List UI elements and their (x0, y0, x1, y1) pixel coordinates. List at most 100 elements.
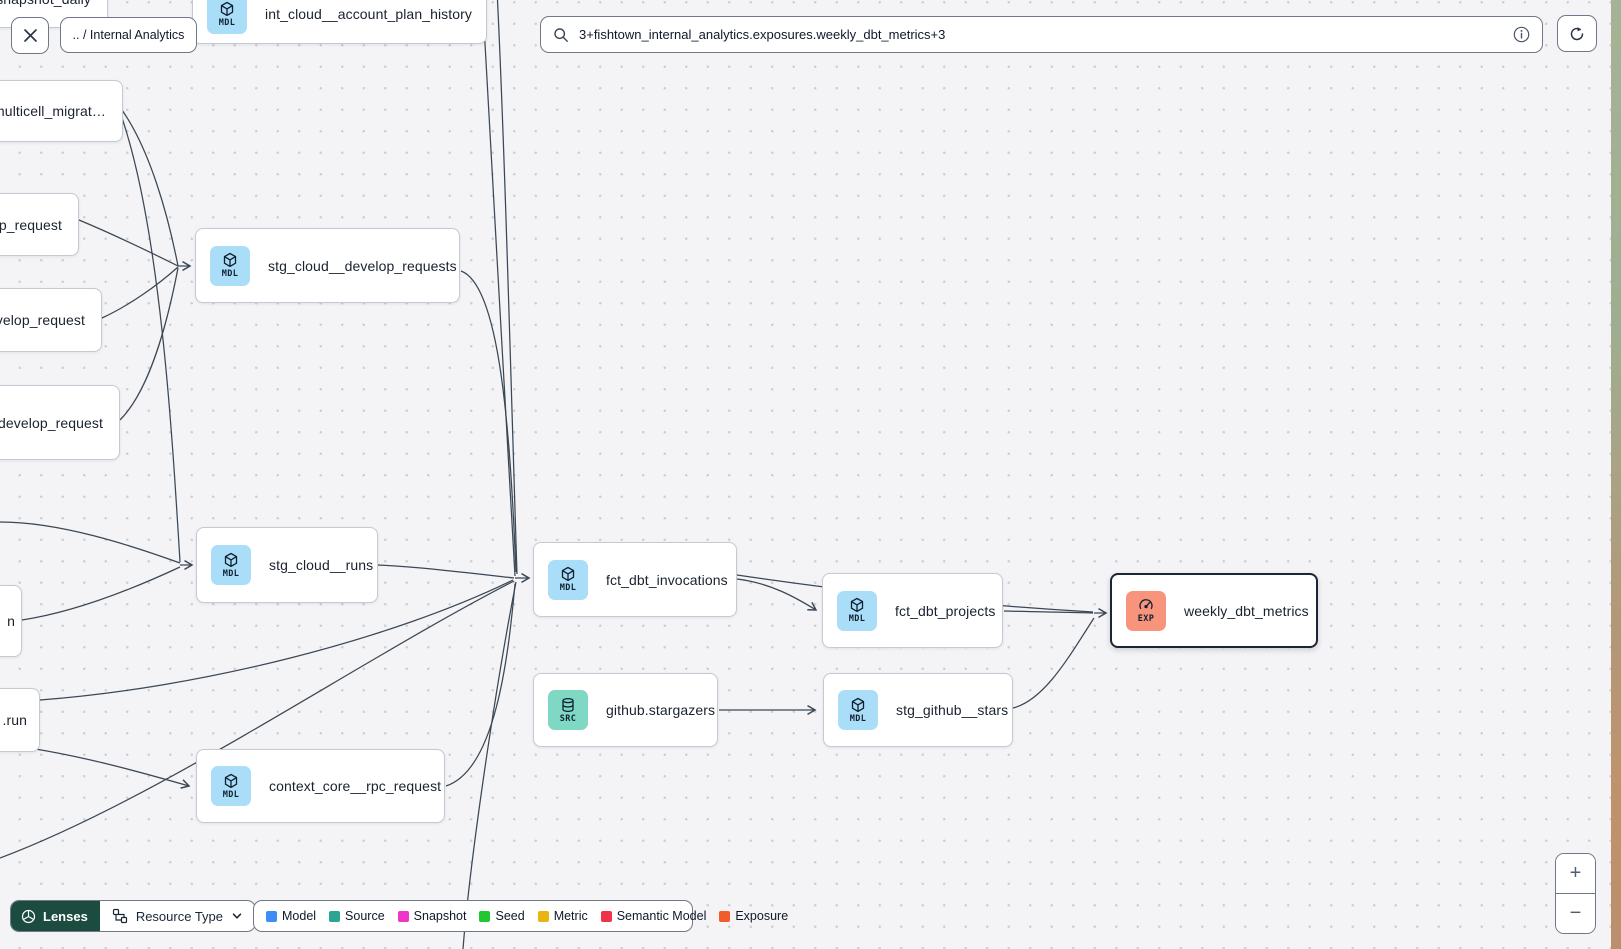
badge-label: MDL (222, 789, 240, 800)
exposure-badge: EXP (1126, 590, 1166, 631)
node-label: fct_dbt_invocations (606, 571, 728, 588)
close-button[interactable] (11, 17, 49, 54)
edge (101, 266, 179, 319)
model-badge: MDL (210, 245, 250, 286)
info-icon[interactable] (1513, 26, 1530, 43)
node-label: snapshot_daily (0, 0, 91, 7)
gauge-icon (1138, 597, 1154, 613)
node-int_cloud_account_plan[interactable]: MDL int_cloud__account_plan_history (192, 0, 487, 44)
cube-icon (219, 1, 235, 17)
legend-label: Semantic Model (616, 909, 707, 923)
source-badge: SRC (548, 690, 588, 730)
model-badge: MDL (837, 590, 877, 631)
node-develop_request[interactable]: .develop_request (0, 385, 120, 460)
cube-icon (223, 552, 239, 568)
model-badge: MDL (838, 690, 878, 730)
cube-icon (849, 597, 865, 613)
node-n_sliver[interactable]: n (0, 585, 22, 657)
model-badge: MDL (548, 559, 588, 600)
node-p_request[interactable]: p_request (0, 193, 79, 256)
search-input[interactable] (579, 27, 1503, 42)
node-fct_dbt_projects[interactable]: MDL fct_dbt_projects (822, 573, 1003, 648)
edge (119, 267, 179, 421)
cube-icon (850, 697, 866, 713)
search-bar (540, 16, 1543, 53)
edge (78, 219, 179, 267)
legend-swatch (397, 910, 409, 922)
legend-item-source: Source (329, 909, 385, 923)
node-label: weekly_dbt_metrics (1184, 602, 1309, 619)
node-velop_request[interactable]: velop_request (0, 288, 102, 352)
node-label: github.stargazers (606, 702, 716, 718)
cube-icon (223, 773, 239, 789)
node-snapshot_daily[interactable]: snapshot_daily (0, 0, 108, 28)
edge (1003, 610, 1094, 614)
sitemap-icon (112, 908, 128, 924)
edge (496, 0, 518, 575)
node-stg_github_stars[interactable]: MDL stg_github__stars (823, 673, 1013, 747)
breadcrumb-label: .. / Internal Analytics (72, 28, 185, 42)
resource-type-dropdown[interactable]: Resource Type (100, 901, 255, 931)
zoom-out-button[interactable]: − (1556, 894, 1595, 933)
node-label: .run (2, 712, 27, 728)
legend-swatch (266, 910, 277, 922)
zoom-in-button[interactable]: + (1556, 854, 1595, 894)
edge (1012, 617, 1095, 709)
model-badge: MDL (211, 766, 251, 806)
legend-item-model: Model (266, 909, 316, 923)
edge (0, 521, 181, 564)
node-run_sliver[interactable]: .run (0, 688, 40, 752)
resource-type-label: Resource Type (135, 908, 224, 924)
badge-label: EXP (1137, 614, 1155, 624)
legend-item-seed: Seed (479, 909, 525, 923)
model-badge: MDL (207, 0, 247, 34)
lenses-bar: Lenses Resource Type (10, 900, 257, 932)
legend-label: Metric (553, 909, 588, 923)
edge (462, 581, 517, 949)
edge (481, 0, 516, 577)
node-github_stargazers[interactable]: SRC github.stargazers (533, 673, 718, 747)
edge (0, 580, 515, 859)
node-weekly_dbt_metrics[interactable]: EXP weekly_dbt_metrics (1110, 573, 1318, 648)
legend-item-snapshot: Snapshot (397, 909, 466, 923)
legend-item-metric: Metric (537, 909, 588, 923)
lenses-label: Lenses (43, 908, 88, 924)
breadcrumb[interactable]: .. / Internal Analytics (60, 17, 197, 53)
legend-label: Model (282, 909, 317, 923)
edge (736, 578, 816, 610)
badge-label: MDL (222, 568, 240, 579)
legend-item-semantic-model: Semantic Model (600, 909, 707, 923)
edge (460, 270, 517, 573)
wallpaper-edge-strip (1611, 0, 1621, 949)
edge (121, 109, 179, 267)
lenses-button[interactable]: Lenses (11, 901, 100, 931)
cube-icon (222, 252, 238, 268)
node-label: stg_github__stars (896, 702, 1009, 718)
badge-label: MDL (221, 269, 239, 279)
node-fct_dbt_invocations[interactable]: MDL fct_dbt_invocations (533, 542, 737, 617)
refresh-icon (1568, 25, 1586, 43)
search-icon (553, 27, 569, 43)
resource-type-legend: Model Source Snapshot Seed Metric Semantic Mo… (253, 900, 788, 932)
node-multicell_migrat[interactable]: multicell_migrat… (0, 80, 123, 142)
legend-swatch (537, 910, 549, 922)
edge (445, 583, 516, 787)
legend-label: Exposure (735, 909, 789, 923)
legend-label: Source (345, 909, 385, 923)
node-label: int_cloud__account_plan_history (265, 6, 473, 22)
badge-label: MDL (559, 583, 577, 593)
node-label: n (7, 613, 15, 629)
refresh-button[interactable] (1557, 15, 1597, 52)
badge-label: SRC (559, 713, 577, 724)
database-icon (560, 697, 576, 713)
node-label: context_core__rpc_request (269, 778, 442, 794)
cube-icon (560, 566, 576, 582)
edge (121, 117, 181, 563)
node-label: fct_dbt_projects (895, 602, 996, 619)
node-context_core_rpc_request[interactable]: MDL context_core__rpc_request (196, 749, 445, 823)
legend-item-exposure: Exposure (719, 909, 788, 923)
